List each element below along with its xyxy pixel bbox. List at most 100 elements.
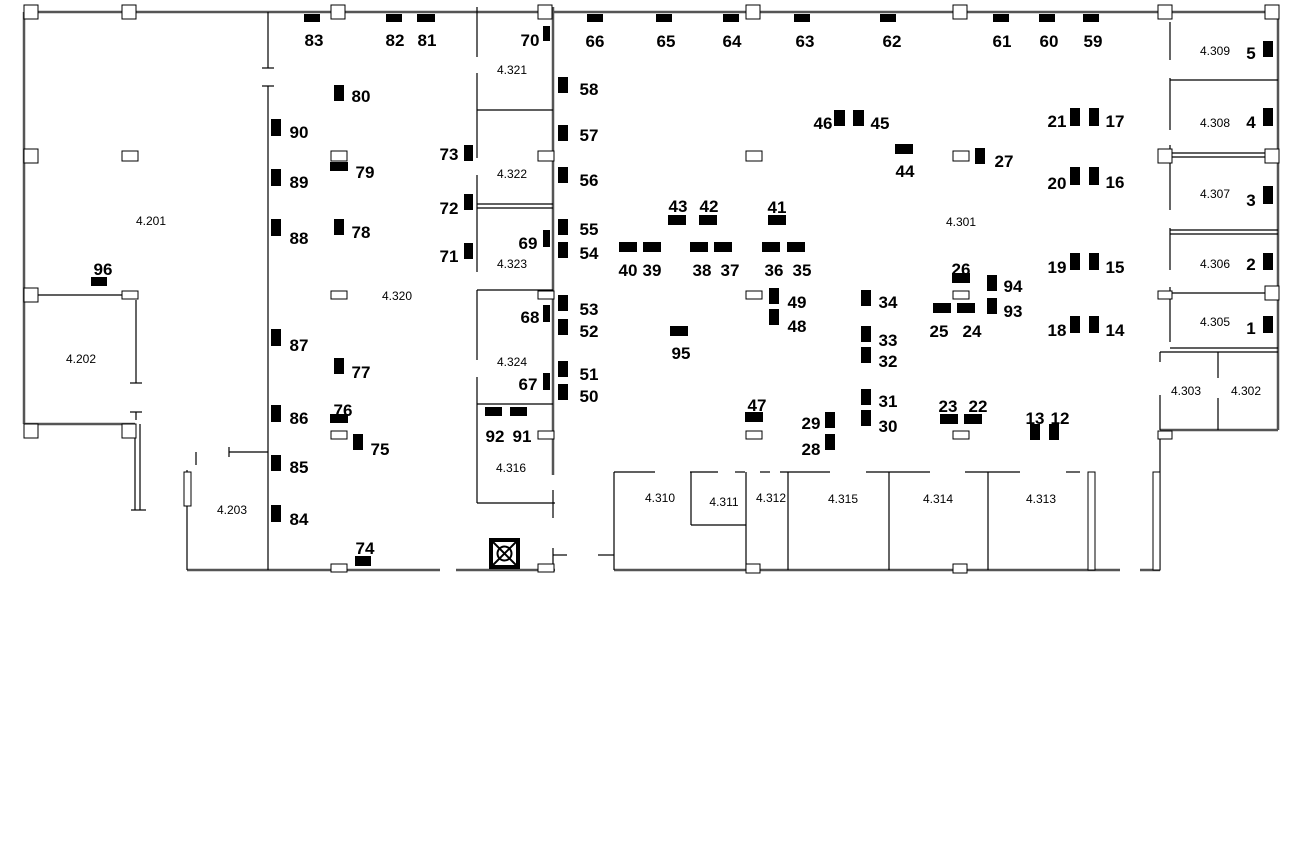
desk-marker[interactable] [271, 169, 281, 186]
desk-43[interactable]: 43 [668, 197, 687, 225]
desk-4[interactable]: 4 [1246, 108, 1273, 132]
desk-37[interactable]: 37 [714, 242, 739, 280]
desk-marker[interactable] [1070, 108, 1080, 126]
desk-93[interactable]: 93 [987, 298, 1022, 321]
desk-marker[interactable] [769, 309, 779, 325]
desk-16[interactable]: 16 [1089, 167, 1124, 192]
desk-22[interactable]: 22 [964, 397, 987, 424]
desk-marker[interactable] [987, 298, 997, 314]
desk-marker[interactable] [656, 14, 672, 22]
desk-86[interactable]: 86 [271, 405, 308, 428]
desk-marker[interactable] [861, 326, 871, 342]
desk-19[interactable]: 19 [1048, 253, 1080, 277]
desk-marker[interactable] [543, 305, 550, 322]
desk-marker[interactable] [417, 14, 435, 22]
desk-34[interactable]: 34 [861, 290, 898, 312]
desk-marker[interactable] [895, 144, 913, 154]
desk-marker[interactable] [355, 556, 371, 566]
desk-marker[interactable] [834, 110, 845, 126]
desk-92[interactable]: 92 [485, 407, 504, 446]
desk-76[interactable]: 76 [330, 401, 352, 423]
desk-23[interactable]: 23 [939, 397, 958, 424]
desk-marker[interactable] [1089, 108, 1099, 126]
desk-90[interactable]: 90 [271, 119, 308, 142]
desk-marker[interactable] [334, 85, 344, 101]
desk-29[interactable]: 29 [802, 412, 835, 433]
desk-46[interactable]: 46 [814, 110, 845, 133]
desk-marker[interactable] [543, 26, 550, 41]
desk-5[interactable]: 5 [1246, 41, 1273, 63]
desk-77[interactable]: 77 [334, 358, 370, 382]
desk-52[interactable]: 52 [558, 319, 598, 341]
desk-marker[interactable] [1263, 108, 1273, 126]
desk-62[interactable]: 62 [880, 14, 901, 51]
desk-marker[interactable] [558, 77, 568, 93]
desk-45[interactable]: 45 [853, 110, 889, 133]
desk-marker[interactable] [271, 119, 281, 136]
desk-marker[interactable] [334, 219, 344, 235]
desk-61[interactable]: 61 [993, 14, 1012, 51]
desk-32[interactable]: 32 [861, 347, 897, 371]
desk-marker[interactable] [353, 434, 363, 450]
desk-75[interactable]: 75 [353, 434, 389, 459]
desk-15[interactable]: 15 [1089, 253, 1124, 277]
desk-marker[interactable] [558, 219, 568, 235]
desk-68[interactable]: 68 [521, 305, 550, 327]
desk-27[interactable]: 27 [975, 148, 1013, 171]
desk-marker[interactable] [769, 288, 779, 304]
desk-31[interactable]: 31 [861, 389, 897, 411]
desk-marker[interactable] [975, 148, 985, 164]
desk-marker[interactable] [794, 14, 810, 22]
desk-marker[interactable] [964, 414, 982, 424]
desk-13[interactable]: 13 [1026, 409, 1045, 440]
desk-marker[interactable] [861, 410, 871, 426]
desk-marker[interactable] [619, 242, 637, 252]
desk-74[interactable]: 74 [355, 539, 375, 566]
desk-marker[interactable] [464, 194, 473, 210]
desk-marker[interactable] [1030, 424, 1040, 440]
desk-41[interactable]: 41 [768, 198, 787, 225]
desk-64[interactable]: 64 [723, 14, 742, 51]
desk-89[interactable]: 89 [271, 169, 308, 192]
desk-marker[interactable] [587, 14, 603, 22]
desk-70[interactable]: 70 [521, 26, 550, 50]
desk-marker[interactable] [330, 414, 348, 423]
desk-marker[interactable] [1263, 316, 1273, 333]
desk-marker[interactable] [1049, 424, 1059, 440]
desk-60[interactable]: 60 [1039, 14, 1058, 51]
desk-38[interactable]: 38 [690, 242, 711, 280]
desk-marker[interactable] [861, 290, 871, 306]
desk-26[interactable]: 26 [952, 260, 971, 283]
desk-marker[interactable] [558, 125, 568, 141]
desk-54[interactable]: 54 [558, 242, 599, 263]
desk-50[interactable]: 50 [558, 384, 598, 406]
desk-65[interactable]: 65 [656, 14, 675, 51]
desk-marker[interactable] [957, 303, 975, 313]
desk-marker[interactable] [543, 373, 550, 390]
desk-marker[interactable] [558, 295, 568, 311]
desk-marker[interactable] [558, 167, 568, 183]
desk-marker[interactable] [933, 303, 951, 313]
desk-56[interactable]: 56 [558, 167, 598, 190]
desk-marker[interactable] [940, 414, 958, 424]
desk-51[interactable]: 51 [558, 361, 598, 384]
desk-25[interactable]: 25 [930, 303, 951, 341]
desk-71[interactable]: 71 [440, 243, 473, 266]
desk-78[interactable]: 78 [334, 219, 370, 242]
desk-88[interactable]: 88 [271, 219, 308, 248]
desk-marker[interactable] [558, 242, 568, 258]
desk-marker[interactable] [271, 219, 281, 236]
desk-2[interactable]: 2 [1246, 253, 1273, 274]
desk-marker[interactable] [668, 215, 686, 225]
desk-marker[interactable] [464, 145, 473, 161]
desk-marker[interactable] [558, 319, 568, 335]
desk-marker[interactable] [1089, 316, 1099, 333]
desk-marker[interactable] [464, 243, 473, 259]
desk-20[interactable]: 20 [1048, 167, 1080, 193]
desk-30[interactable]: 30 [861, 410, 897, 436]
desk-33[interactable]: 33 [861, 326, 897, 350]
desk-24[interactable]: 24 [957, 303, 982, 341]
desk-44[interactable]: 44 [895, 144, 915, 181]
desk-marker[interactable] [1083, 14, 1099, 22]
desk-47[interactable]: 47 [745, 396, 766, 422]
